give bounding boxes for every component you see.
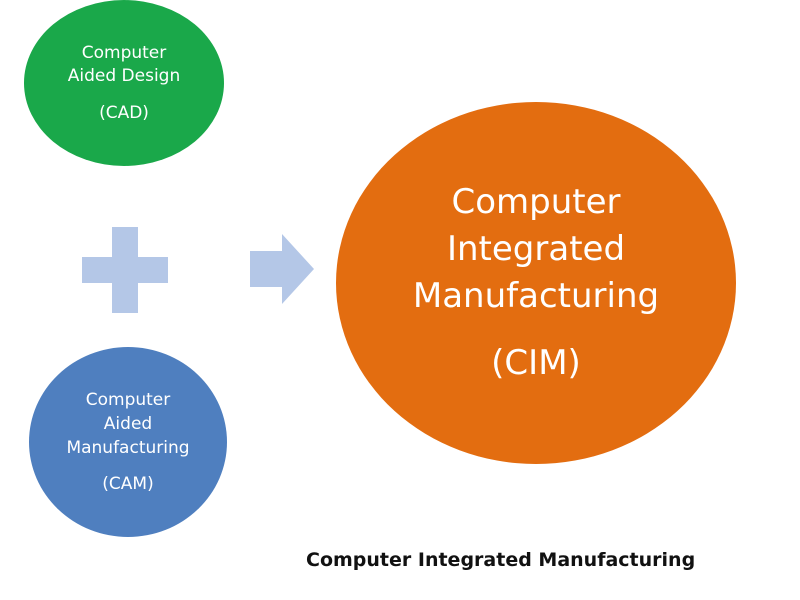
cad-label-line-2: Aided Design	[67, 65, 181, 86]
cam-abbreviation: (CAM)	[102, 474, 154, 494]
cim-label-line-3: Manufacturing	[412, 276, 660, 316]
cam-circle: Computer Aided Manufacturing (CAM)	[29, 347, 227, 537]
cad-abbreviation: (CAD)	[99, 102, 149, 123]
cam-label-line-2: Aided	[103, 414, 153, 434]
cim-label-line-2: Integrated	[446, 229, 626, 269]
plus-icon	[82, 227, 168, 313]
cad-circle: Computer Aided Design (CAD)	[24, 0, 224, 166]
cim-abbreviation: (CIM)	[491, 343, 581, 383]
cim-label-line-1: Computer	[451, 182, 621, 222]
cad-label-line-1: Computer	[81, 42, 167, 63]
cam-label-line-1: Computer	[85, 390, 171, 410]
diagram-caption: Computer Integrated Manufacturing	[306, 549, 696, 571]
cam-label-line-3: Manufacturing	[66, 438, 190, 458]
arrow-right-icon	[250, 234, 314, 304]
cim-circle: Computer Integrated Manufacturing (CIM)	[336, 102, 736, 464]
